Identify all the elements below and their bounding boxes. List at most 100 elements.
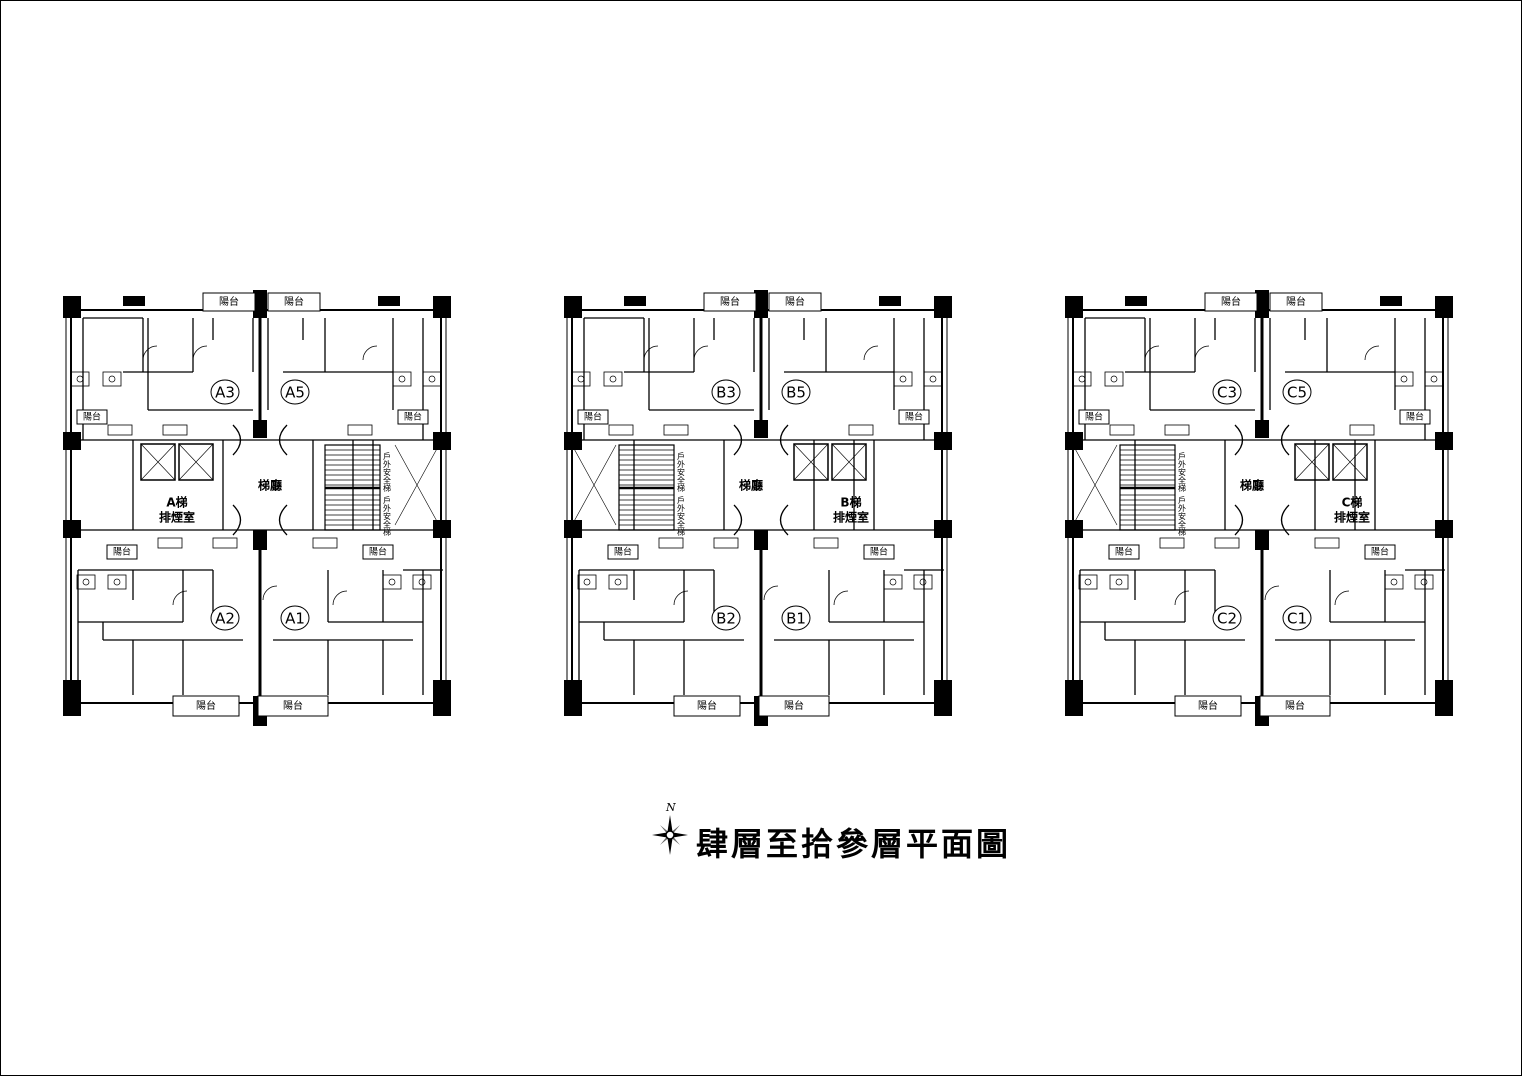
balcony-outline bbox=[1259, 695, 1331, 717]
plumbing-fixture bbox=[76, 574, 96, 590]
stair-label: 戶外安全梯 bbox=[1178, 495, 1187, 537]
structural-column bbox=[63, 432, 81, 450]
door-swing bbox=[1144, 345, 1160, 361]
lobby-label: 梯廳 bbox=[1240, 478, 1264, 493]
lobby-curved-wall bbox=[1234, 424, 1290, 536]
structural-column bbox=[934, 520, 952, 538]
structural-column bbox=[433, 520, 451, 538]
kitchen-counter bbox=[1159, 537, 1185, 549]
elevator-cross bbox=[1294, 443, 1330, 481]
unit-badge bbox=[1282, 379, 1312, 405]
balcony-outline bbox=[577, 409, 609, 425]
door-swing bbox=[332, 590, 348, 606]
balcony-label: 陽台 bbox=[369, 546, 387, 558]
balcony-label: 陽台 bbox=[283, 699, 303, 712]
balcony-outline bbox=[703, 292, 757, 312]
plumbing-fixture bbox=[1424, 371, 1444, 387]
structural-column bbox=[123, 296, 145, 306]
kitchen-counter bbox=[162, 424, 188, 436]
lobby-curved-wall bbox=[232, 424, 288, 536]
balcony-outline bbox=[1204, 292, 1258, 312]
unit-badge bbox=[1282, 605, 1312, 631]
structural-column bbox=[253, 420, 267, 438]
elevator-label: B梯 bbox=[840, 495, 861, 510]
balcony-label: 陽台 bbox=[1286, 295, 1306, 308]
unit-badge bbox=[781, 379, 811, 405]
structural-column bbox=[63, 520, 81, 538]
smoke-room-label: 排煙室 bbox=[159, 510, 195, 525]
door-swing bbox=[192, 345, 208, 361]
plumbing-fixture bbox=[107, 574, 127, 590]
kitchen-counter bbox=[1349, 424, 1375, 436]
plumbing-fixture bbox=[113, 578, 121, 586]
elevator-car bbox=[793, 443, 829, 481]
lobby-label: 梯廳 bbox=[258, 478, 282, 493]
plumbing-fixture bbox=[929, 375, 937, 383]
elevator-cross bbox=[793, 443, 829, 481]
door-swing bbox=[1334, 590, 1350, 606]
plumbing-fixture bbox=[398, 375, 406, 383]
structural-column bbox=[1380, 296, 1402, 306]
structural-column bbox=[564, 296, 582, 318]
lobby-curved-wall bbox=[733, 424, 789, 536]
balcony-label: 陽台 bbox=[1085, 411, 1103, 423]
plumbing-fixture bbox=[1104, 371, 1124, 387]
door-swing bbox=[1364, 345, 1380, 361]
kitchen-counter bbox=[157, 537, 183, 549]
kitchen-counter bbox=[1214, 537, 1240, 549]
elevator-cross bbox=[1332, 443, 1368, 481]
balcony-label: 陽台 bbox=[905, 411, 923, 423]
structural-column bbox=[934, 296, 952, 318]
plumbing-fixture bbox=[889, 578, 897, 586]
structural-column bbox=[433, 296, 451, 318]
smoke-room-label: 排煙室 bbox=[833, 510, 869, 525]
structural-column bbox=[564, 520, 582, 538]
balcony-label: 陽台 bbox=[113, 546, 131, 558]
plumbing-fixture bbox=[422, 371, 442, 387]
plumbing-fixture bbox=[1394, 371, 1414, 387]
kitchen-counter bbox=[663, 424, 689, 436]
elevator-car bbox=[1332, 443, 1368, 481]
shaft-cross bbox=[571, 444, 617, 526]
structural-column bbox=[1125, 296, 1147, 306]
balcony-label: 陽台 bbox=[219, 295, 239, 308]
elevator-cross bbox=[178, 443, 214, 481]
unit-label-b1: B1 bbox=[786, 610, 806, 628]
stair-label: 戶外安全梯 bbox=[383, 495, 392, 537]
plumbing-fixture bbox=[1420, 578, 1428, 586]
plumbing-fixture bbox=[1078, 574, 1098, 590]
plumbing-fixture bbox=[1084, 578, 1092, 586]
balcony-label: 陽台 bbox=[1371, 546, 1389, 558]
structural-column bbox=[1065, 680, 1083, 716]
plumbing-fixture bbox=[1384, 574, 1404, 590]
structural-column bbox=[1255, 420, 1269, 438]
elevator-car bbox=[831, 443, 867, 481]
unit-badge bbox=[210, 379, 240, 405]
unit-label-c3: C3 bbox=[1217, 384, 1237, 402]
plumbing-fixture bbox=[1115, 578, 1123, 586]
unit-badge bbox=[210, 605, 240, 631]
balcony-label: 陽台 bbox=[83, 411, 101, 423]
kitchen-counter bbox=[1164, 424, 1190, 436]
balcony-outline bbox=[758, 695, 830, 717]
unit-label-a5: A5 bbox=[285, 384, 305, 402]
door-swing bbox=[763, 585, 779, 601]
structural-column bbox=[624, 296, 646, 306]
unit-label-b5: B5 bbox=[786, 384, 806, 402]
balcony-label: 陽台 bbox=[284, 295, 304, 308]
balcony-label: 陽台 bbox=[1221, 295, 1241, 308]
kitchen-counter bbox=[312, 537, 338, 549]
exterior-wall bbox=[571, 309, 943, 704]
kitchen-counter bbox=[107, 424, 133, 436]
plumbing-fixture bbox=[603, 371, 623, 387]
door-swing bbox=[362, 345, 378, 361]
balcony-label: 陽台 bbox=[614, 546, 632, 558]
compass-north-label: N bbox=[666, 801, 676, 814]
unit-label-c1: C1 bbox=[1287, 610, 1307, 628]
unit-label-a3: A3 bbox=[215, 384, 235, 402]
structural-column bbox=[1065, 432, 1083, 450]
elevator-car bbox=[1294, 443, 1330, 481]
structural-column bbox=[1435, 432, 1453, 450]
structural-column bbox=[934, 680, 952, 716]
